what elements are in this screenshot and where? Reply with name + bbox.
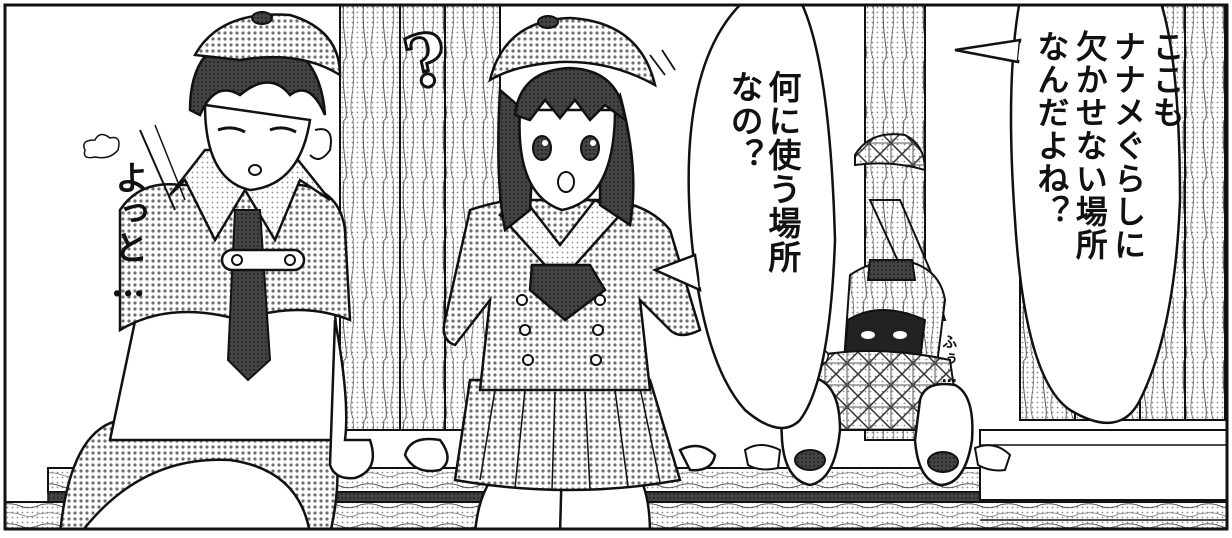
sfx-yotto: よっと…	[108, 160, 149, 306]
speech-line: 何に使う場所	[762, 70, 802, 274]
speech-bubble-right-shape	[954, 5, 1182, 425]
speech-line: なの？	[724, 70, 764, 172]
speech-line: なんだよね？	[1032, 30, 1071, 228]
boy-character	[59, 11, 375, 529]
panel-frame	[3, 3, 1229, 531]
girl-character	[403, 15, 717, 529]
sfx-fu: ふぅ…	[940, 334, 959, 388]
speech-line: 欠かせない場所	[1070, 30, 1109, 261]
speech-bubble-center: 何に使う場所 なの？	[724, 70, 802, 274]
speech-bubble-right: ここも ナナメぐらしに 欠かせない場所 なんだよね？	[1032, 30, 1186, 261]
straw-mascot	[743, 133, 1012, 487]
speech-bubble-center-shape	[651, 5, 837, 430]
speech-line: ナナメぐらしに	[1109, 30, 1148, 261]
speech-line: ここも	[1147, 30, 1186, 129]
